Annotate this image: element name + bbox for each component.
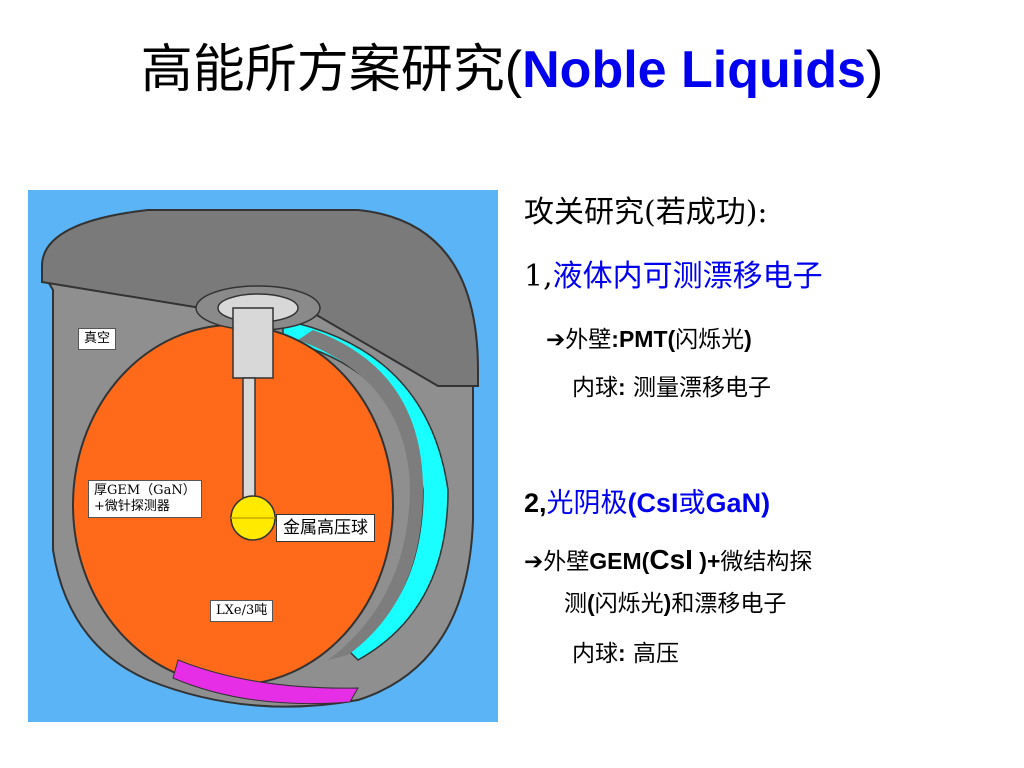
item2-sub2: 内球: 高压 bbox=[572, 640, 679, 667]
item2-sub1: ➔外壁GEM(CsI )+微结构探 bbox=[524, 544, 813, 575]
label-lxe: LXe/3吨 bbox=[210, 600, 274, 622]
content-heading: 攻关研究(若成功): bbox=[524, 195, 768, 230]
item1-heading: 1,液体内可测漂移电子 bbox=[524, 259, 823, 295]
detector-drawing bbox=[28, 190, 498, 722]
item1-sub1: ➔外壁:PMT(闪烁光) bbox=[546, 326, 752, 353]
label-gem-line1: 厚GEM（GaN） bbox=[94, 483, 196, 498]
feedthrough bbox=[232, 307, 274, 379]
label-vacuum: 真空 bbox=[78, 328, 117, 350]
hv-rod bbox=[242, 377, 256, 499]
title-open-paren: ( bbox=[504, 41, 523, 99]
title-english: Noble Liquids bbox=[522, 41, 866, 99]
title-close-paren: ) bbox=[865, 41, 884, 99]
magenta-strip bbox=[172, 659, 359, 705]
slide-title: 高能所方案研究(Noble Liquids) bbox=[0, 38, 1024, 102]
item1-title: 液体内可测漂移电子 bbox=[552, 259, 823, 294]
detector-diagram: 真空 厚GEM（GaN） +微针探测器 金属高压球 LXe/3吨 bbox=[28, 190, 498, 722]
label-gem: 厚GEM（GaN） +微针探测器 bbox=[88, 480, 202, 518]
arrow-icon: ➔ bbox=[524, 549, 544, 575]
inner-wall bbox=[298, 330, 423, 660]
label-metal-ball: 金属高压球 bbox=[276, 514, 375, 542]
item2-number: 2, bbox=[524, 488, 547, 518]
title-chinese: 高能所方案研究 bbox=[140, 40, 505, 100]
item1-sub2: 内球: 测量漂移电子 bbox=[572, 374, 771, 401]
label-gem-line2: +微针探测器 bbox=[94, 499, 170, 514]
csi-large: CsI bbox=[649, 544, 693, 575]
item1-number: 1, bbox=[524, 259, 553, 294]
item2-heading: 2,光阴极(CsI或GaN) bbox=[524, 488, 771, 519]
item2-sub1-continued: 测(闪烁光)和漂移电子 bbox=[564, 590, 787, 617]
arrow-icon: ➔ bbox=[546, 327, 566, 353]
